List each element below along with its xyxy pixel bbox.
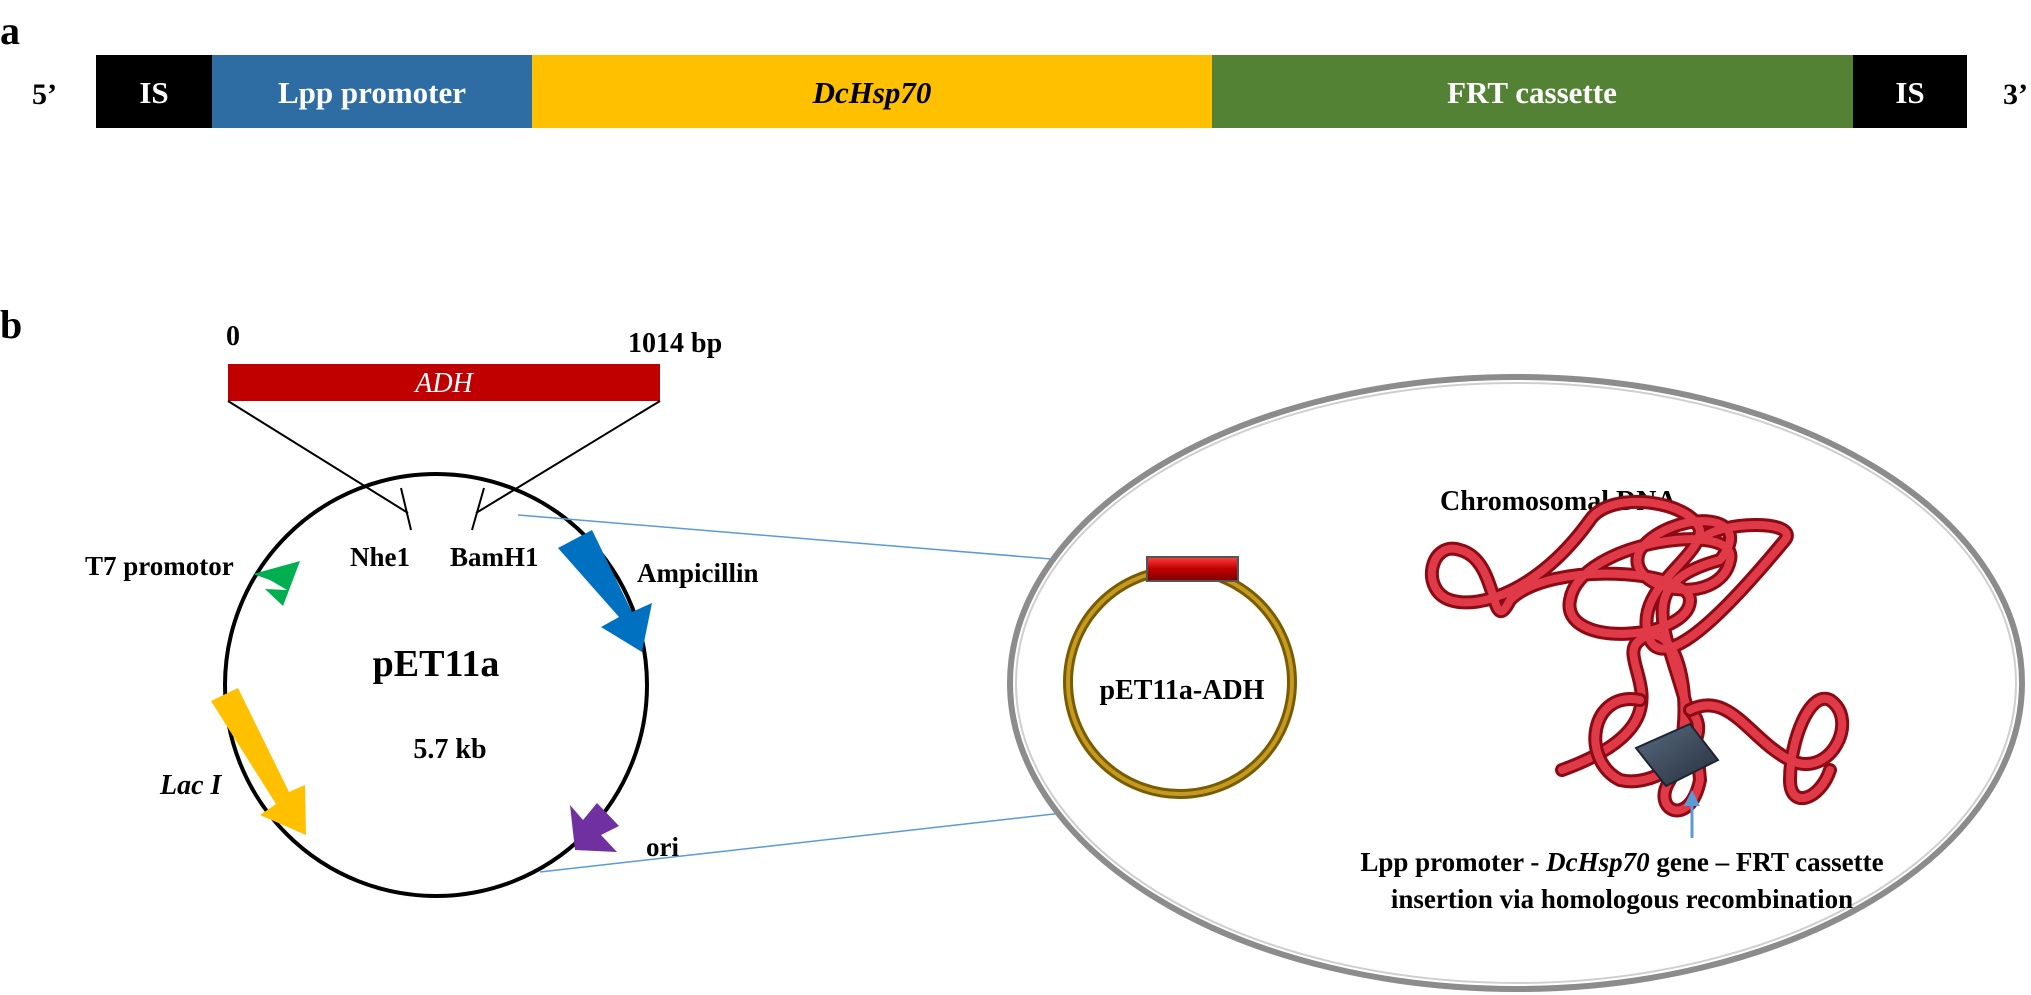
- five-prime-end-label: 5’: [32, 78, 57, 111]
- nhe1-site-label: Nhe1: [350, 542, 410, 572]
- construct-segment-is-left: [96, 55, 212, 128]
- adh-insert-bar: [228, 364, 660, 401]
- lac-i-arrow: [211, 688, 306, 835]
- pet11a-adh-label: pET11a-ADH: [1100, 675, 1265, 706]
- projection-line-top: [517, 514, 1149, 568]
- construct-segment-frt-cassette: [1212, 55, 1853, 128]
- adh-insert-label: ADH: [413, 368, 474, 399]
- insertion-pointer-arrowhead: [1684, 790, 1700, 806]
- panel-b-label: b: [0, 302, 22, 347]
- construct-label-frt-cassette: FRT cassette: [1447, 75, 1617, 110]
- construct-segment-is-right: [1853, 55, 1967, 128]
- construct-segment-dchsp70: [532, 55, 1212, 128]
- chromosomal-dna-strand: [1425, 494, 1794, 818]
- gene-construct-bar: IS Lpp promoter DcHsp70 FRT cassette IS: [96, 55, 1967, 128]
- insert-line-left: [227, 400, 409, 514]
- construct-label-dchsp70: DcHsp70: [812, 75, 932, 110]
- bacterial-cell-inner-outline: [1015, 382, 2017, 984]
- lac-i-label: Lac I: [159, 770, 223, 801]
- panel-a-label: a: [0, 8, 20, 53]
- construct-label-lpp-promoter: Lpp promoter: [278, 75, 466, 110]
- construct-label-is-left: IS: [139, 75, 168, 110]
- inserted-construct-block: [1634, 722, 1720, 788]
- insertion-caption-line2: insertion via homologous recombination: [1391, 884, 1853, 914]
- t7-promotor-arrow: [253, 561, 300, 606]
- insertion-caption-line1: Lpp promoter - DcHsp70 gene – FRT casset…: [1360, 847, 1883, 877]
- bamh1-site-label: BamH1: [450, 542, 539, 572]
- ampicillin-arrow: [558, 530, 652, 652]
- nhe1-site-tick: [400, 487, 412, 531]
- construct-label-is-right: IS: [1895, 75, 1924, 110]
- bamh1-site-tick: [471, 487, 485, 531]
- t7-promotor-label: T7 promotor: [85, 551, 234, 581]
- ampicillin-label: Ampicillin: [637, 558, 759, 588]
- insert-line-right: [475, 400, 661, 514]
- adh-insert-block: [1146, 556, 1239, 582]
- plasmid-name-label: pET11a: [373, 643, 500, 685]
- insert-end-label: 1014 bp: [628, 328, 722, 359]
- three-prime-end-label: 3’: [2003, 78, 2028, 111]
- insert-start-label: 0: [226, 321, 240, 352]
- pet11a-plasmid-circle: [223, 472, 649, 898]
- ori-arrow: [570, 803, 619, 852]
- construct-segment-lpp-promoter: [212, 55, 532, 128]
- plasmid-size-label: 5.7 kb: [413, 734, 486, 765]
